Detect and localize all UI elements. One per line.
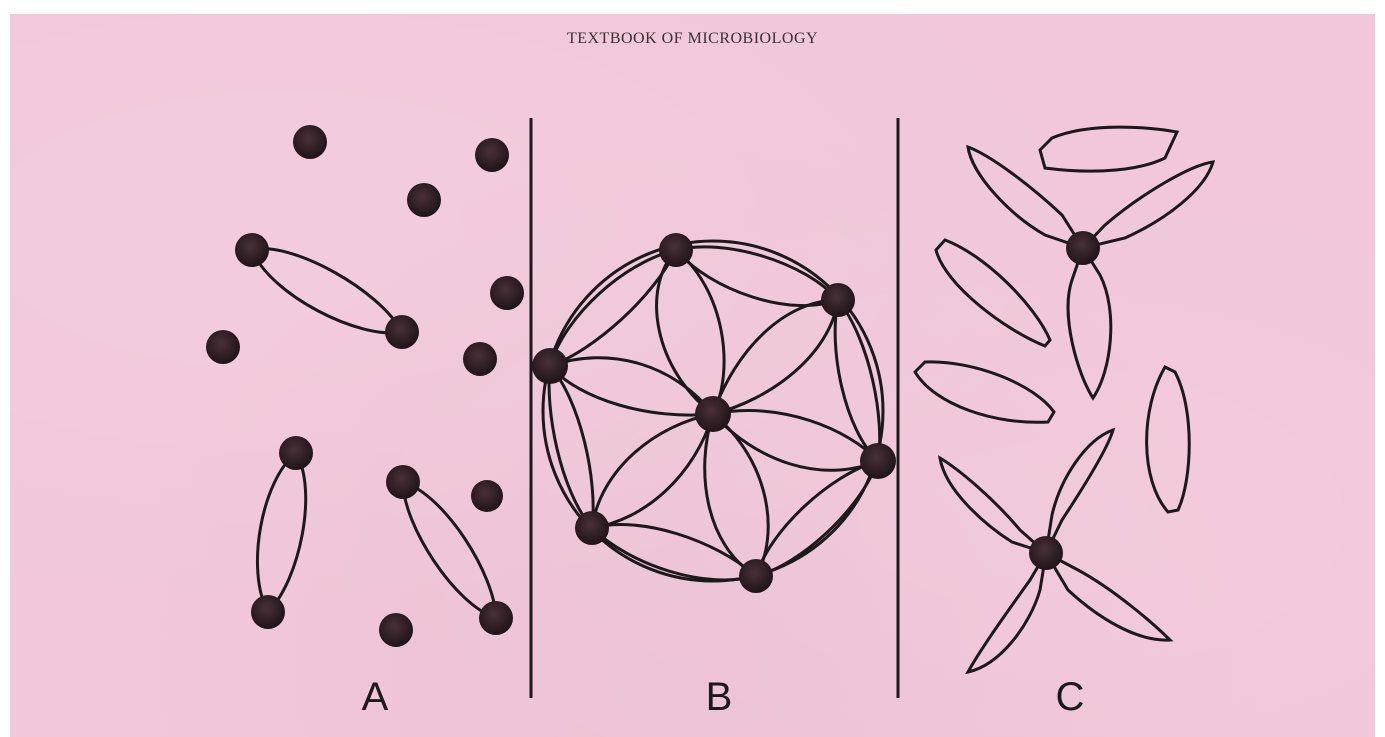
panel-a-linked-dot bbox=[479, 601, 513, 635]
panel-c-petal bbox=[966, 144, 1087, 251]
panel-a-free-dot bbox=[471, 480, 503, 512]
panel-a-free-dot bbox=[293, 125, 327, 159]
panel-a-linked-dot bbox=[386, 465, 420, 499]
panel-a-linked-dot bbox=[235, 233, 269, 267]
panel-label-b: B bbox=[705, 675, 733, 719]
panel-b-vertex-dot bbox=[739, 559, 773, 593]
panel-a-linked-dot bbox=[251, 595, 285, 629]
panel-b-dots bbox=[532, 233, 896, 593]
panel-a-free-dot bbox=[379, 613, 413, 647]
panel-a-free-dot bbox=[407, 183, 441, 217]
panel-b-vertex-dot bbox=[659, 233, 693, 267]
panel-c-loose-subunit bbox=[1145, 365, 1191, 514]
panel-a-capsomer-link-2 bbox=[256, 450, 308, 615]
panel-c-loose-subunit bbox=[913, 360, 1056, 424]
panel-c-petal bbox=[1044, 427, 1116, 554]
panel-b-vertex-dot bbox=[821, 283, 855, 317]
panel-b-center-petal bbox=[710, 298, 840, 417]
panel-c-dots bbox=[1029, 231, 1100, 570]
panel-a-free-dot bbox=[463, 342, 497, 376]
panel-b-center-dot bbox=[695, 396, 731, 432]
panel-a-free-dot bbox=[490, 276, 524, 310]
panel-a-capsomer-link-1 bbox=[249, 247, 405, 335]
panel-b-center-petal bbox=[703, 411, 770, 579]
panel-a-group bbox=[249, 247, 498, 621]
panel-c-petal bbox=[1078, 160, 1216, 251]
panel-c-petal bbox=[938, 455, 1047, 555]
panel-c-hub-dot bbox=[1066, 231, 1100, 265]
panel-b-vertex-dot bbox=[860, 443, 896, 479]
panel-label-c: C bbox=[1055, 675, 1085, 719]
paper-background bbox=[10, 14, 1375, 737]
panel-a-dots bbox=[206, 125, 524, 647]
panel-c-petal bbox=[1066, 244, 1113, 401]
panel-a-free-dot bbox=[206, 330, 240, 364]
panel-b-center-petal bbox=[590, 412, 716, 530]
panel-b-vertex-dot bbox=[532, 348, 568, 384]
panel-b-vertex-dot bbox=[575, 511, 609, 545]
running-header: TEXTBOOK OF MICROBIOLOGY bbox=[566, 30, 819, 47]
panel-a-free-dot bbox=[475, 138, 509, 172]
panel-c-petal bbox=[965, 552, 1048, 675]
panel-c-loose-subunit bbox=[934, 238, 1052, 348]
panel-c-hub-dot bbox=[1029, 536, 1063, 570]
panel-c-petal bbox=[1041, 549, 1174, 642]
panel-a-linked-dot bbox=[385, 315, 419, 349]
panel-c-disassembled bbox=[913, 125, 1216, 675]
panel-c-loose-subunit bbox=[1038, 125, 1180, 173]
panel-a-linked-dot bbox=[279, 436, 313, 470]
panel-label-a: A bbox=[361, 675, 389, 719]
panel-b-rim-petal bbox=[753, 458, 881, 579]
